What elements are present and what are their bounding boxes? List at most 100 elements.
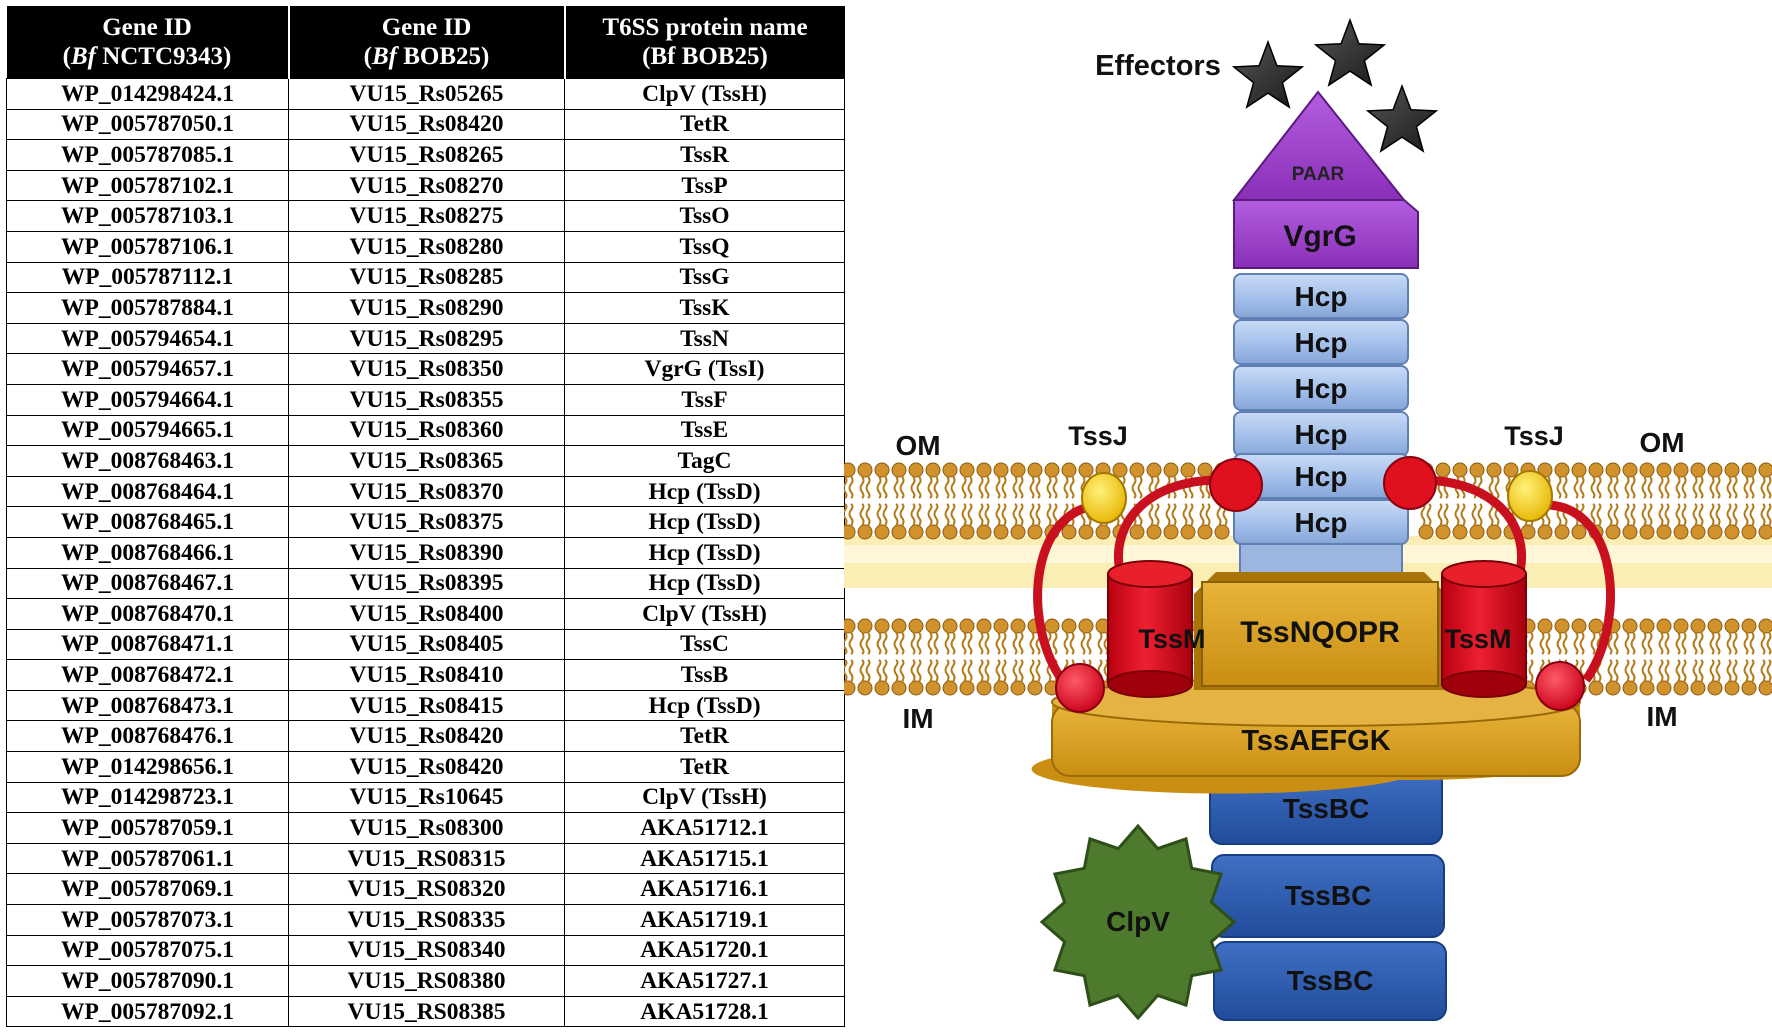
lipid	[959, 462, 975, 499]
cell-gene-id-nctc: WP_005787102.1	[6, 169, 289, 202]
tssm-right-arm	[1539, 500, 1615, 683]
tssm-right: TssM	[1383, 456, 1615, 711]
hcp-label-6: Hcp	[1295, 507, 1348, 538]
cell-protein-name: TssK	[564, 292, 845, 324]
lipid	[1758, 659, 1772, 696]
cell-protein-name: TssC	[564, 628, 845, 661]
lipid	[1656, 659, 1672, 696]
header-line2: (Bf NCTC9343)	[62, 43, 232, 70]
tssm-right-bottom	[1441, 670, 1527, 698]
tssm-left-pacman	[1209, 458, 1263, 512]
cell-gene-id-nctc: WP_008768472.1	[6, 659, 289, 691]
cell-protein-name: AKA51720.1	[564, 934, 845, 967]
lipid	[1639, 503, 1655, 540]
cell-gene-id-bob: VU15_Rs08415	[288, 689, 565, 722]
lipid	[1554, 462, 1570, 499]
tssnqopr-face	[1201, 581, 1439, 687]
cell-gene-id-nctc: WP_008768465.1	[6, 506, 289, 538]
lipid	[1639, 659, 1655, 696]
lipid	[1452, 503, 1468, 540]
tssm-left-top	[1107, 560, 1193, 588]
cell-gene-id-nctc: WP_005787061.1	[6, 842, 289, 875]
lipid	[1197, 503, 1213, 540]
table-header: Gene ID (Bf NCTC9343) Gene ID (Bf BOB25)…	[6, 6, 845, 79]
lipid	[1027, 503, 1043, 540]
effector-star-2	[1313, 17, 1387, 87]
lipid	[857, 462, 873, 499]
lipid	[857, 503, 873, 540]
cell-gene-id-nctc: WP_005787112.1	[6, 261, 289, 294]
lipid	[942, 618, 958, 655]
lipid	[959, 659, 975, 696]
hcp-ring-1	[1233, 273, 1409, 319]
lipid	[1605, 659, 1621, 696]
lipid	[1656, 462, 1672, 499]
lipid	[1571, 618, 1587, 655]
lipid	[1622, 659, 1638, 696]
cell-gene-id-bob: VU15_Rs08370	[288, 475, 565, 508]
lipid	[1724, 618, 1740, 655]
cell-gene-id-nctc: WP_008768464.1	[6, 475, 289, 508]
cell-protein-name: TssB	[564, 659, 845, 691]
lipid	[1724, 462, 1740, 499]
cell-gene-id-nctc: WP_005787106.1	[6, 230, 289, 263]
cell-protein-name: TssN	[564, 322, 845, 355]
header-protein-name: T6SS protein name (Bf BOB25)	[563, 6, 845, 79]
cell-gene-id-bob: VU15_Rs08300	[288, 812, 565, 844]
tssbc-label-3: TssBC	[1287, 965, 1374, 996]
im-left-label: IM	[902, 703, 933, 734]
cell-gene-id-bob: VU15_Rs08390	[288, 536, 565, 569]
tssj-right-shape	[1507, 470, 1553, 522]
cell-protein-name: AKA51719.1	[564, 904, 845, 936]
cell-gene-id-bob: VU15_Rs08395	[288, 567, 565, 600]
cell-gene-id-nctc: WP_008768476.1	[6, 720, 289, 753]
lipid	[993, 462, 1009, 499]
clpv-label: ClpV	[1106, 906, 1170, 937]
t6ss-diagram: TssBC TssBC TssBC ClpV TssAEFGK HcpHcpHc…	[844, 17, 1772, 1021]
im-right-label: IM	[1646, 701, 1677, 732]
lipid	[908, 462, 924, 499]
lipid	[908, 659, 924, 696]
lipid	[1758, 462, 1772, 499]
lipid	[1214, 503, 1230, 540]
lipid	[1435, 503, 1451, 540]
lipid	[908, 618, 924, 655]
cell-gene-id-bob: VU15_Rs08410	[288, 659, 565, 691]
lipid	[1707, 462, 1723, 499]
lipid	[1639, 618, 1655, 655]
lipid	[1146, 503, 1162, 540]
header-line1: Gene ID	[102, 14, 192, 41]
cell-gene-id-nctc: WP_005794665.1	[6, 414, 289, 447]
lipid	[1758, 503, 1772, 540]
lipid	[1469, 503, 1485, 540]
header-line2: (Bf BOB25)	[363, 43, 490, 70]
cell-gene-id-nctc: WP_005794657.1	[6, 353, 289, 385]
cell-gene-id-nctc: WP_008768463.1	[6, 445, 289, 477]
cell-gene-id-nctc: WP_014298723.1	[6, 781, 289, 814]
cell-gene-id-nctc: WP_008768471.1	[6, 628, 289, 661]
effector-star-1	[1231, 39, 1305, 109]
lipid	[1078, 618, 1094, 655]
cell-protein-name: AKA51727.1	[564, 965, 845, 997]
cell-gene-id-bob: VU15_Rs08360	[288, 414, 565, 447]
cell-gene-id-nctc: WP_005787884.1	[6, 292, 289, 324]
lipid	[1010, 462, 1026, 499]
lipid	[1588, 462, 1604, 499]
tssm-right-body	[1441, 573, 1527, 685]
